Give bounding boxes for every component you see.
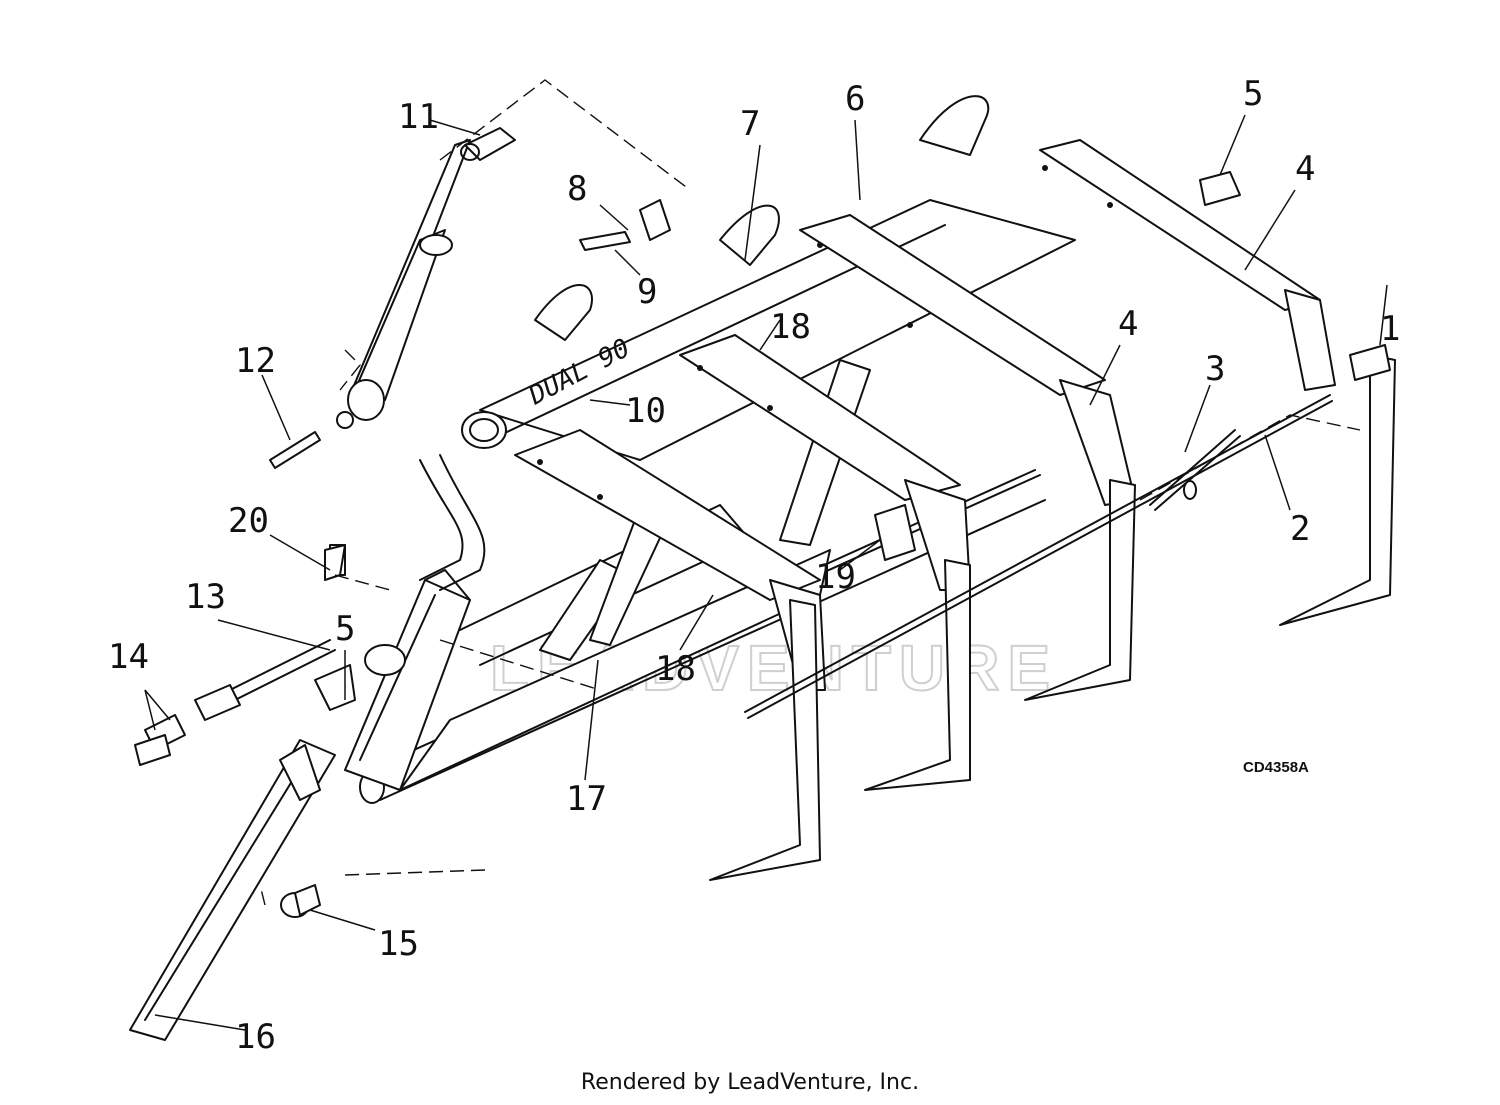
callout-19: 19 [815,557,856,597]
pivot-arms [514,139,1336,691]
left-side-frame [344,359,871,791]
callout-18b: 18 [770,307,811,347]
leader-lines [144,114,1388,1031]
callout-11: 11 [398,97,439,137]
callout-12: 12 [235,341,276,381]
callout-3: 3 [1205,349,1225,389]
callout-18a: 18 [655,649,696,689]
callout-labels: 1 2 3 4 4 5 5 6 7 8 9 10 11 12 13 14 15 … [108,74,1400,1057]
callout-4b: 4 [1118,304,1138,344]
callout-4a: 4 [1295,149,1315,189]
shank-tines [709,344,1396,881]
drawing-code: CD4358A [1243,759,1309,776]
lift-arm [129,739,336,1041]
callout-5b: 5 [335,609,355,649]
callout-20: 20 [228,501,269,541]
retaining-clip [324,544,346,581]
callout-16: 16 [235,1017,276,1057]
footer-credit: Rendered by LeadVenture, Inc. [580,1070,920,1095]
callout-6: 6 [845,79,865,119]
callout-1: 1 [1380,309,1400,349]
hydraulic-cylinder [269,127,516,469]
callout-8: 8 [567,169,587,209]
callout-10: 10 [625,391,666,431]
callout-17: 17 [566,779,607,819]
callout-2: 2 [1290,509,1310,549]
callout-7: 7 [740,104,760,144]
callout-14: 14 [108,637,149,677]
callout-9: 9 [637,272,657,312]
callout-5a: 5 [1243,74,1263,114]
callout-15: 15 [378,924,419,964]
callout-13: 13 [185,577,226,617]
hydraulic-hoses [134,454,486,766]
cross-rods [744,394,1361,719]
